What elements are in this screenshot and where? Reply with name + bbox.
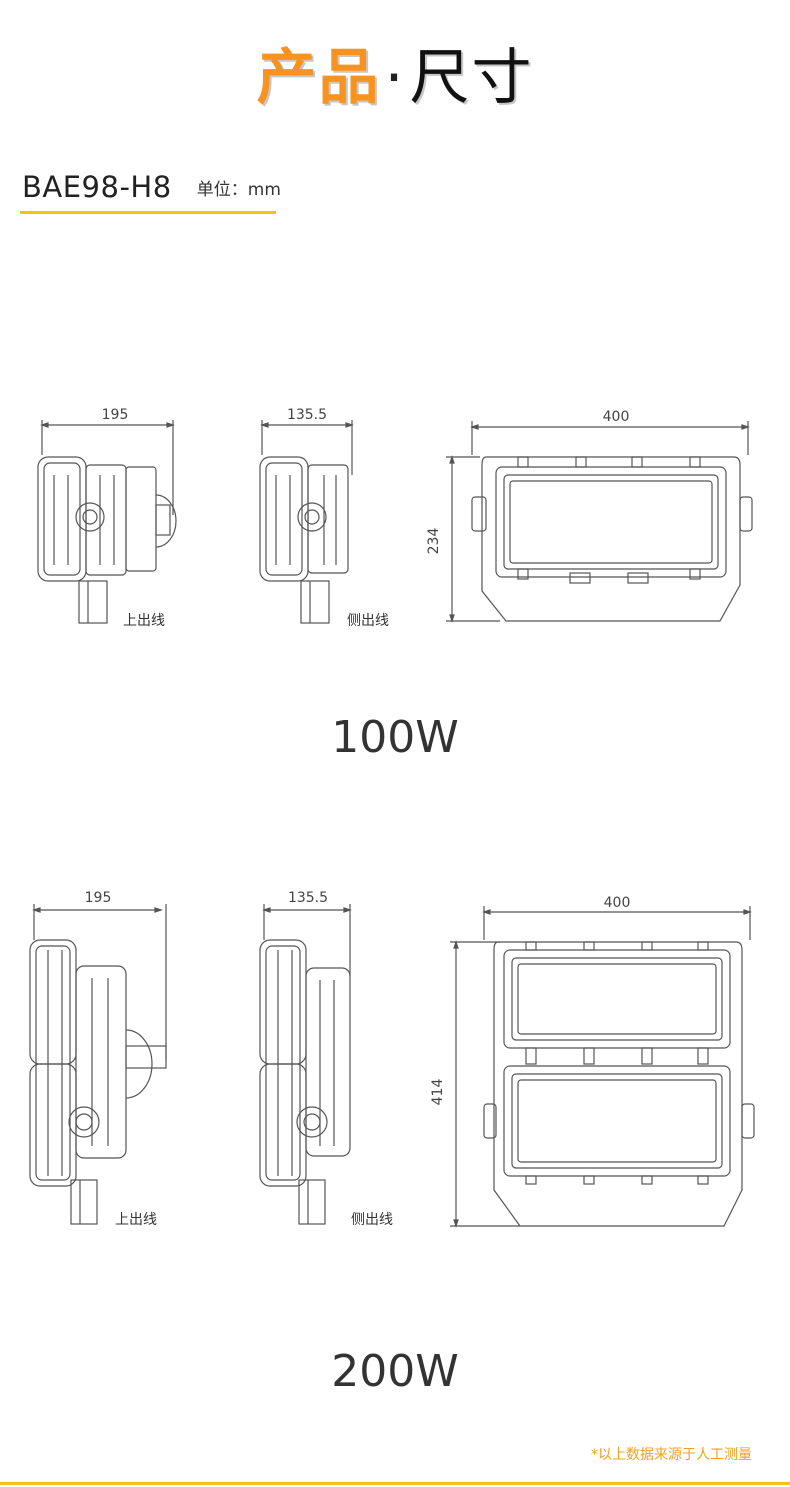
front-height-label-200w: 414 (430, 1079, 446, 1106)
title-dot: · (384, 43, 406, 113)
title-accent: 产品 (256, 43, 381, 113)
model-number: BAE98-H8 (22, 170, 172, 204)
front-height-label-100w: 234 (426, 528, 442, 555)
side-view-200w: 135.5 侧出线 (259, 890, 393, 1228)
side-width-label-100w: 135.5 (287, 407, 327, 423)
top-width-label-200w: 195 (85, 890, 112, 906)
side-outlet-label-200w: 侧出线 (351, 1212, 393, 1228)
top-view-200w: 195 上出线 (29, 890, 167, 1228)
front-width-label-100w: 400 (603, 409, 630, 425)
unit-label: 单位：mm (196, 179, 281, 200)
side-view-100w: 135.5 侧出线 (259, 407, 389, 629)
drawing-100w: 195 上出线 135.5 (0, 395, 790, 645)
top-outlet-label-200w: 上出线 (115, 1212, 157, 1228)
side-outlet-label-100w: 侧出线 (347, 613, 389, 629)
measurement-note: *以上数据来源于人工测量 (591, 1447, 752, 1463)
power-label-200w: 200W (331, 1346, 459, 1397)
front-view-100w: 400 234 (426, 409, 753, 623)
top-width-label-100w: 195 (102, 407, 129, 423)
drawing-200w: 195 上出线 135.5 (0, 880, 790, 1240)
top-outlet-label-100w: 上出线 (123, 613, 165, 629)
top-view-100w: 195 上出线 (37, 407, 177, 629)
model-underline (20, 211, 276, 214)
page-title: 产品·尺寸 (0, 40, 790, 116)
side-width-label-200w: 135.5 (288, 890, 328, 906)
model-row: BAE98-H8 单位：mm (22, 170, 281, 210)
front-view-200w: 400 414 (430, 895, 755, 1228)
front-width-label-200w: 400 (604, 895, 631, 911)
title-rest: 尺寸 (409, 43, 534, 113)
bottom-divider (0, 1482, 790, 1485)
power-label-100w: 100W (331, 712, 459, 763)
